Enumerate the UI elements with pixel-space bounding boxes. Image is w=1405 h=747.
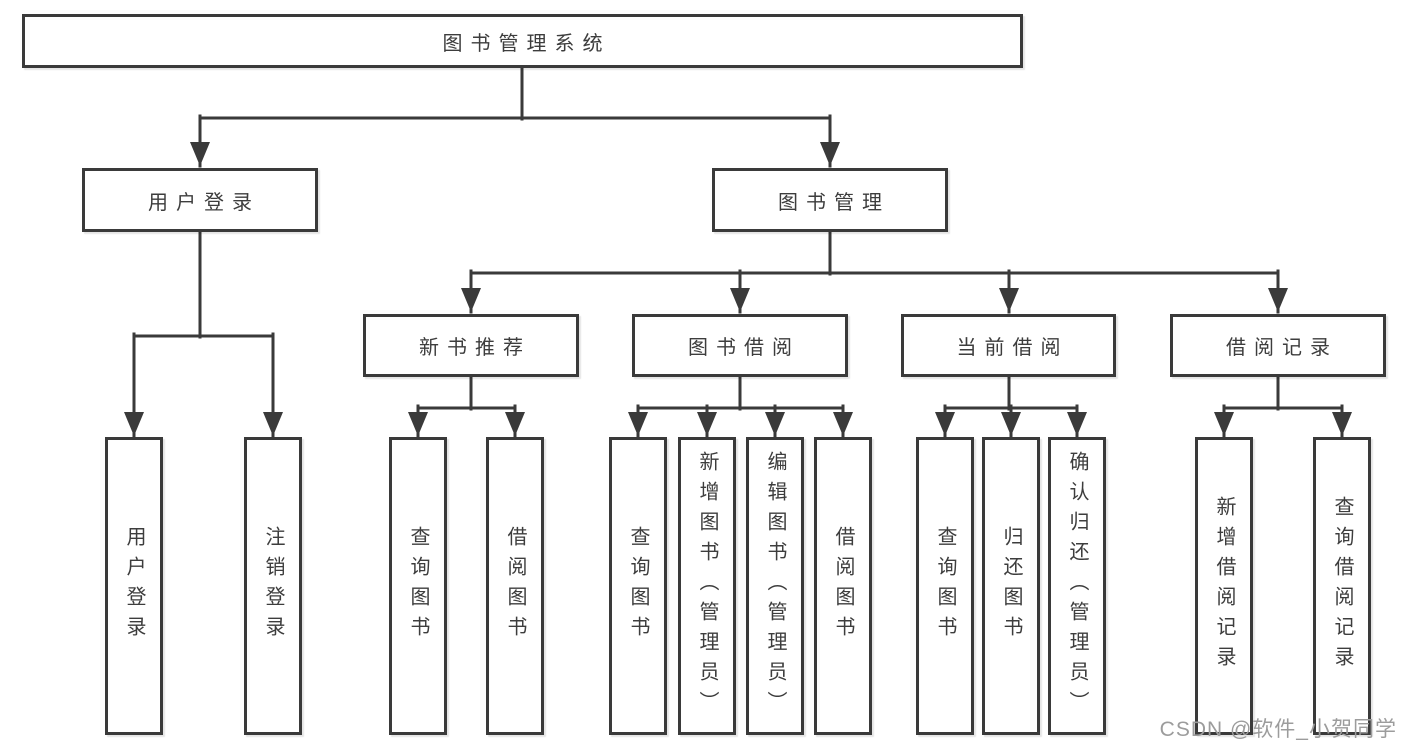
leaf-borrow-books-2-label: 借阅图书: [832, 526, 854, 646]
leaf-confirm-return-admin: 确认归还（管理员）: [1048, 437, 1106, 735]
connector-current-borrow-children: [935, 373, 1087, 438]
connector-book-mgmt-to-level3: [461, 228, 1288, 314]
connector-book-borrow-children: [628, 373, 853, 438]
node-book-borrow: 图书借阅: [632, 314, 848, 377]
leaf-logout: 注销登录: [244, 437, 302, 735]
leaf-return-books: 归还图书: [982, 437, 1040, 735]
node-book-management-label: 图书管理: [778, 191, 890, 214]
connector-root-to-level2: [190, 64, 840, 168]
node-borrow-record: 借阅记录: [1170, 314, 1386, 377]
leaf-query-books-3: 查询图书: [916, 437, 974, 735]
leaf-add-borrow-record: 新增借阅记录: [1195, 437, 1253, 735]
node-current-borrow: 当前借阅: [901, 314, 1116, 377]
leaf-query-books-3-label: 查询图书: [934, 526, 956, 646]
leaf-query-borrow-record-label: 查询借阅记录: [1331, 496, 1353, 676]
leaf-add-borrow-record-label: 新增借阅记录: [1213, 496, 1235, 676]
csdn-watermark: CSDN @软件_小贺同学: [1159, 718, 1397, 741]
connector-user-login-children: [124, 228, 283, 438]
leaf-query-books-2: 查询图书: [609, 437, 667, 735]
node-borrow-record-label: 借阅记录: [1226, 337, 1338, 359]
leaf-query-borrow-record: 查询借阅记录: [1313, 437, 1371, 735]
node-current-borrow-label: 当前借阅: [956, 337, 1069, 359]
leaf-logout-label: 注销登录: [262, 526, 284, 646]
leaf-user-login-label: 用户登录: [123, 526, 145, 646]
leaf-borrow-books-1: 借阅图书: [486, 437, 544, 735]
leaf-borrow-books-2: 借阅图书: [814, 437, 872, 735]
leaf-add-books-admin: 新增图书（管理员）: [678, 437, 736, 735]
leaf-borrow-books-1-label: 借阅图书: [504, 526, 526, 646]
node-library-system-label: 图书管理系统: [442, 32, 611, 55]
leaf-return-books-label: 归还图书: [1000, 526, 1022, 646]
node-user-login-label: 用户登录: [148, 191, 260, 214]
leaf-query-books-2-label: 查询图书: [627, 526, 649, 646]
leaf-query-books-1-label: 查询图书: [407, 526, 429, 646]
node-book-borrow-label: 图书借阅: [688, 337, 800, 359]
node-new-book-recommend: 新书推荐: [363, 314, 579, 377]
node-user-login: 用户登录: [82, 168, 318, 232]
leaf-confirm-return-admin-label: 确认归还（管理员）: [1066, 451, 1088, 721]
leaf-user-login: 用户登录: [105, 437, 163, 735]
connector-new-book-children: [408, 373, 525, 438]
node-new-book-recommend-label: 新书推荐: [419, 337, 531, 359]
leaf-edit-books-admin-label: 编辑图书（管理员）: [764, 451, 786, 721]
connector-borrow-record-children: [1214, 373, 1352, 438]
leaf-query-books-1: 查询图书: [389, 437, 447, 735]
leaf-edit-books-admin: 编辑图书（管理员）: [746, 437, 804, 735]
node-library-system: 图书管理系统: [22, 14, 1023, 68]
node-book-management: 图书管理: [712, 168, 948, 232]
leaf-add-books-admin-label: 新增图书（管理员）: [696, 451, 718, 721]
